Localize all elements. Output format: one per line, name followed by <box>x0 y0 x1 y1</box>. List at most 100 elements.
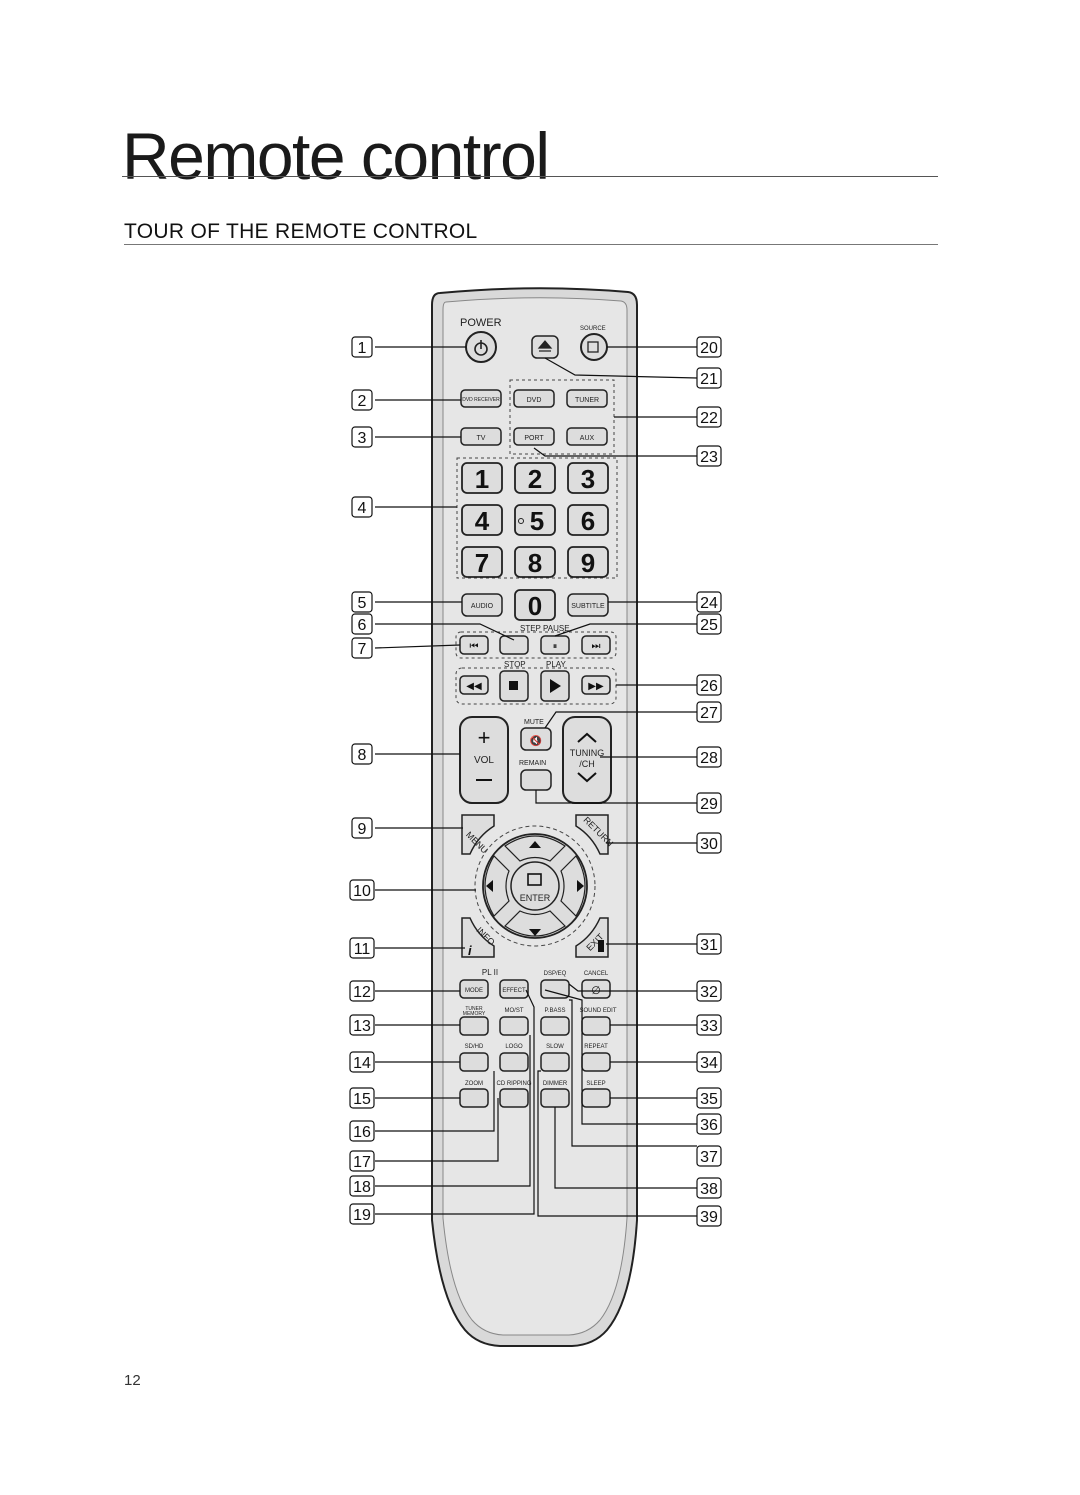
dsp-eq-button[interactable] <box>540 979 570 999</box>
mute-button[interactable]: 🔇 <box>520 727 552 751</box>
callout-2: 2 <box>351 389 373 411</box>
svg-text:0: 0 <box>528 591 542 621</box>
sound-edit-button[interactable] <box>581 1016 611 1036</box>
exit-button[interactable]: EXIT <box>575 917 609 958</box>
cancel-label: CANCEL <box>584 971 609 977</box>
callout-27: 27 <box>696 701 722 723</box>
mo-st-button[interactable] <box>499 1016 529 1036</box>
title-rule <box>122 176 938 177</box>
remain-button[interactable] <box>520 769 552 791</box>
port-button[interactable]: PORT <box>513 427 555 446</box>
digit-3-button[interactable]: 3 <box>567 462 609 494</box>
callout-number: 39 <box>700 1209 718 1226</box>
step-label: STEP <box>520 624 541 633</box>
sd-hd-label: SD/HD <box>465 1044 484 1050</box>
zoom-label: ZOOM <box>465 1081 483 1087</box>
open-close-button[interactable] <box>531 335 559 359</box>
callout-38: 38 <box>696 1177 722 1199</box>
play-icon <box>550 679 561 693</box>
tuner-button[interactable]: TUNER <box>566 389 608 408</box>
repeat-button[interactable] <box>581 1052 611 1072</box>
info-button[interactable]: INFO i <box>461 917 497 958</box>
eject-icon <box>537 340 553 352</box>
digit-7-button[interactable]: 7 <box>461 546 503 578</box>
tuner-memory-label-2: MEMORY <box>463 1011 486 1017</box>
nav-right-button[interactable] <box>560 855 586 917</box>
nav-left-button[interactable] <box>484 855 510 917</box>
source-button[interactable] <box>580 333 608 361</box>
callout-number: 35 <box>700 1091 718 1108</box>
stop-icon <box>509 681 518 690</box>
digit-9-button[interactable]: 9 <box>567 546 609 578</box>
svg-text:4: 4 <box>475 506 490 536</box>
power-button[interactable] <box>465 331 497 363</box>
play-button[interactable] <box>540 670 570 702</box>
callout-30: 30 <box>696 832 722 854</box>
source-label: SOURCE <box>580 326 606 332</box>
callout-25: 25 <box>696 613 722 635</box>
sd-hd-button[interactable] <box>459 1052 489 1072</box>
callout-number: 9 <box>358 821 367 838</box>
digit-8-button[interactable]: 8 <box>514 546 556 578</box>
cancel-button[interactable]: ∅ <box>581 979 611 999</box>
cd-ripping-button[interactable] <box>499 1088 529 1108</box>
digit-4-button[interactable]: 4 <box>461 504 503 536</box>
callout-29: 29 <box>696 792 722 814</box>
dvd-button[interactable]: DVD <box>513 389 555 408</box>
sleep-button[interactable] <box>581 1088 611 1108</box>
digit-6-button[interactable]: 6 <box>567 504 609 536</box>
svg-text:MODE: MODE <box>465 988 483 994</box>
mute-icon: 🔇 <box>530 734 542 747</box>
skip-forward-button[interactable]: ⏭ <box>581 635 611 655</box>
callout-6: 6 <box>351 613 373 635</box>
audio-button[interactable]: AUDIO <box>461 593 503 617</box>
callout-number: 14 <box>353 1055 371 1072</box>
tuning-channel-rocker[interactable]: TUNING /CH <box>562 716 612 804</box>
slow-button[interactable] <box>540 1052 570 1072</box>
nav-down-button[interactable] <box>504 910 566 937</box>
callout-number: 11 <box>354 941 371 958</box>
subtitle-button[interactable]: SUBTITLE <box>567 593 609 617</box>
callout-21: 21 <box>696 367 722 389</box>
pl2-effect-button[interactable]: EFFECT <box>499 979 529 999</box>
pause-button[interactable]: ⏸ <box>540 635 570 655</box>
callout-7: 7 <box>351 637 373 659</box>
digit-5-button[interactable]: 5 <box>514 504 556 536</box>
slow-label: SLOW <box>546 1044 564 1050</box>
pl2-mode-button[interactable]: MODE <box>459 979 489 999</box>
fast-forward-button[interactable]: ▶▶ <box>581 675 611 695</box>
digit-2-button[interactable]: 2 <box>514 462 556 494</box>
power-label: POWER <box>460 317 502 329</box>
stop-button[interactable] <box>499 670 529 702</box>
callout-number: 17 <box>353 1154 371 1171</box>
tuner-memory-button[interactable] <box>459 1016 489 1036</box>
dimmer-button[interactable] <box>540 1088 570 1108</box>
enter-icon <box>527 873 542 886</box>
tv-button[interactable]: TV <box>460 427 502 446</box>
volume-rocker[interactable]: + VOL <box>459 716 509 804</box>
callout-number: 28 <box>700 750 718 767</box>
callout-number: 19 <box>353 1207 371 1224</box>
nav-up-button[interactable] <box>504 835 566 862</box>
callout-39: 39 <box>696 1205 722 1227</box>
p-bass-button[interactable] <box>540 1016 570 1036</box>
arrow-down-icon <box>529 929 541 936</box>
logo-button[interactable] <box>499 1052 529 1072</box>
callout-35: 35 <box>696 1087 722 1109</box>
callout-8: 8 <box>351 743 373 765</box>
callout-5: 5 <box>351 591 373 613</box>
step-button[interactable] <box>499 635 529 655</box>
sound-edit-label: SOUND EDIT <box>579 1008 616 1014</box>
aux-button[interactable]: AUX <box>566 427 608 446</box>
digit-1-button[interactable]: 1 <box>461 462 503 494</box>
zoom-button[interactable] <box>459 1088 489 1108</box>
rewind-icon: ◀◀ <box>466 681 482 692</box>
dvd-receiver-button[interactable]: DVD RECEIVER <box>460 389 502 408</box>
digit-0-button[interactable]: 0 <box>514 589 556 621</box>
enter-button[interactable]: ENTER <box>510 861 560 911</box>
callout-26: 26 <box>696 674 722 696</box>
skip-group-border <box>455 631 617 659</box>
skip-back-button[interactable]: ⏮ <box>459 635 489 655</box>
rewind-button[interactable]: ◀◀ <box>459 675 489 695</box>
